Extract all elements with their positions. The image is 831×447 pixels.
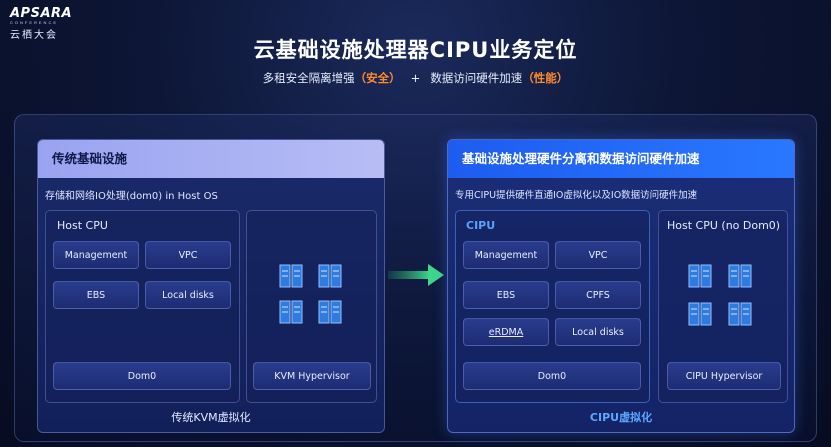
server-icon [279, 264, 303, 288]
cipu-title: CIPU [466, 219, 496, 232]
chip-dom0: Dom0 [53, 362, 231, 390]
subtitle-security-text: 多租安全隔离增强 [262, 71, 355, 85]
chip-dom0: Dom0 [463, 362, 641, 390]
logo-cn: 云栖大会 [10, 30, 58, 41]
traditional-infra-desc: 存储和网络IO处理(dom0) in Host OS [45, 191, 218, 202]
subtitle-security-highlight: （安全） [354, 71, 401, 85]
chip-erdma: eRDMA [463, 318, 549, 346]
chip-ebs: EBS [53, 281, 139, 309]
subtitle-plus: + [410, 71, 421, 85]
host-cpu-title: Host CPU [57, 219, 108, 232]
traditional-infra-header: 传统基础设施 [38, 140, 384, 178]
arrow-right-icon [388, 264, 444, 286]
server-icon [728, 302, 752, 326]
cipu-infra-desc: 专用CIPU提供硬件直通IO虚拟化以及IO数据访问硬件加速 [455, 190, 698, 201]
chip-vpc: VPC [555, 241, 641, 269]
server-icon [318, 264, 342, 288]
server-icon [318, 300, 342, 324]
slide-title: 云基础设施处理器CIPU业务定位 [253, 38, 578, 62]
subtitle-performance-highlight: （性能） [522, 71, 569, 85]
chip-local-disks: Local disks [555, 318, 641, 346]
subtitle-performance-text: 数据访问硬件加速 [430, 71, 523, 85]
logo-sub: CONFERENCE [10, 20, 59, 25]
chip-cpfs: CPFS [555, 281, 641, 309]
apsara-logo: APSARA CONFERENCE 云栖大会 [10, 6, 72, 41]
chip-management: Management [463, 241, 549, 269]
cipu-virtualization-label: CIPU虚拟化 [589, 411, 653, 424]
traditional-kvm-label: 传统KVM虚拟化 [171, 411, 251, 424]
chip-cipu-hypervisor: CIPU Hypervisor [667, 362, 781, 390]
chip-vpc: VPC [145, 241, 231, 269]
logo-brand: APSARA [10, 6, 73, 21]
host-cpu-no-dom0-title: Host CPU (no Dom0) [667, 219, 781, 232]
server-icon [728, 264, 752, 288]
cipu-infra-header: 基础设施处理硬件分离和数据访问硬件加速 [448, 140, 794, 178]
chip-kvm-hypervisor: KVM Hypervisor [253, 362, 371, 390]
chip-ebs: EBS [463, 281, 549, 309]
server-icon [688, 302, 712, 326]
slide-subtitle: 多租安全隔离增强（安全） + 数据访问硬件加速（性能） [0, 70, 831, 86]
chip-management: Management [53, 241, 139, 269]
server-icon [688, 264, 712, 288]
server-icon [279, 300, 303, 324]
chip-local-disks: Local disks [145, 281, 231, 309]
